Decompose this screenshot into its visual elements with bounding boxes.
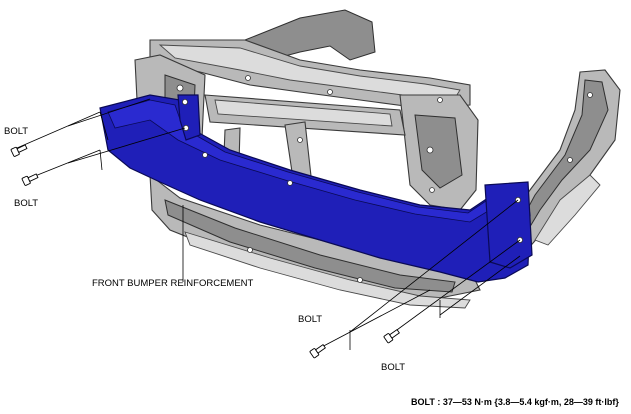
radiator-support-frame: [134, 9, 621, 309]
bolt-label: BOLT: [298, 314, 322, 325]
bolt-icon: [10, 144, 28, 157]
bolt-label: BOLT: [14, 198, 38, 209]
bolt-icon: [309, 343, 326, 359]
bolt-label: BOLT: [4, 126, 28, 137]
bolt-icon: [21, 173, 39, 186]
leader-lines: [16, 98, 521, 351]
torque-specification: BOLT : 37—53 N·m {3.8—5.4 kgf·m, 28—39 f…: [411, 397, 619, 407]
bolt-icon: [383, 328, 400, 344]
bolt-label: BOLT: [381, 362, 405, 373]
front-bumper-reinforcement: [99, 94, 533, 283]
reinforcement-label: FRONT BUMPER REINFORCEMENT: [92, 278, 254, 289]
